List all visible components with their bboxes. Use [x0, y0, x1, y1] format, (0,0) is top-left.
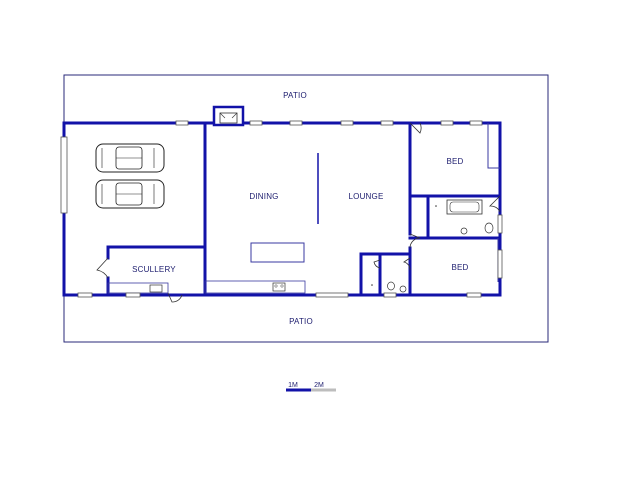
kitchen-counter	[204, 280, 306, 294]
bath	[446, 199, 483, 215]
patio-top-label: PATIO	[283, 91, 307, 100]
stove	[272, 282, 286, 292]
scullery-sink	[149, 284, 163, 293]
car-icon-1	[95, 143, 165, 173]
dining-label: DINING	[249, 192, 278, 201]
basin	[460, 227, 468, 235]
bed-1-label: BED	[446, 157, 463, 166]
windows	[60, 120, 503, 298]
scullery-counter	[107, 282, 169, 294]
scale-label-1m: 1M	[288, 382, 298, 389]
scullery-label: SCULLERY	[132, 265, 176, 274]
scale-label-2m: 2M	[314, 382, 324, 389]
fireplace	[212, 105, 245, 127]
doors	[96, 122, 501, 303]
scale-bar: 1M 2M	[286, 382, 336, 392]
lounge-label: LOUNGE	[349, 192, 384, 201]
fixtures	[107, 123, 500, 294]
bed-2-label: BED	[451, 263, 468, 272]
car-icon-2	[95, 179, 165, 209]
toilet	[484, 222, 494, 234]
kitchen-island	[250, 242, 305, 263]
patio-bottom-label: PATIO	[289, 317, 313, 326]
